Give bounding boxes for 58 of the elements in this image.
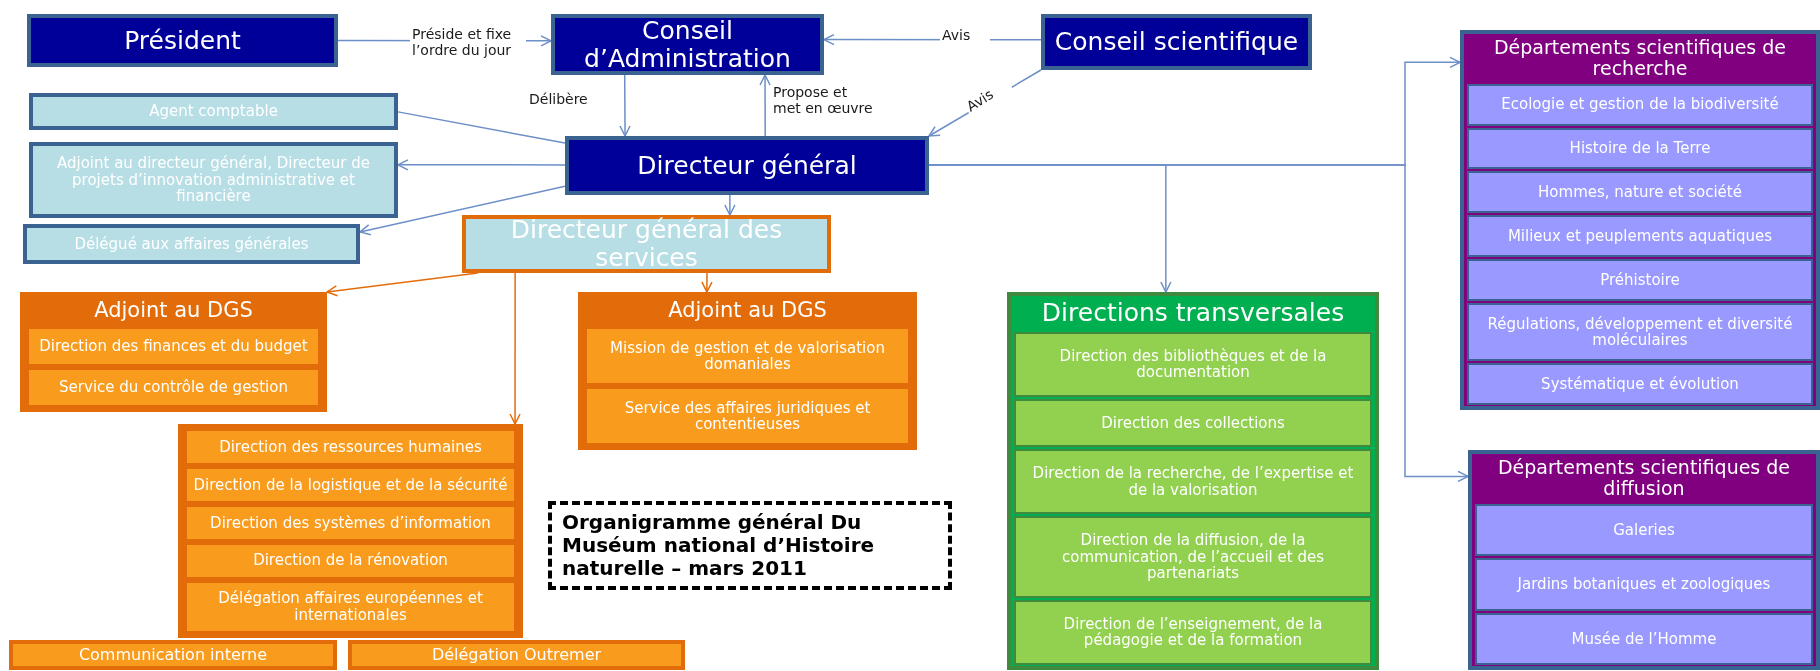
unit-box: Systématique et évolution <box>1467 363 1813 405</box>
arrow <box>701 272 713 293</box>
edge-label: Avis <box>940 27 990 44</box>
unit-box: Préhistoire <box>1467 259 1813 301</box>
unit-box: Musée de l’Homme <box>1475 612 1813 665</box>
arrow <box>759 74 771 137</box>
arrow <box>397 159 566 171</box>
unit-box: Direction des systèmes d’information <box>185 504 516 541</box>
unit-box: Président <box>27 14 338 67</box>
arrow <box>509 272 521 425</box>
unit-box: Conseil scientifique <box>1041 14 1312 70</box>
group-heading: Départements scientifiques de recherche <box>1492 35 1788 81</box>
group-heading: Adjoint au DGS <box>667 297 828 324</box>
unit-box: Adjoint au directeur général, Directeur de projets d’innovation administrative et financière <box>29 142 398 218</box>
group-box <box>1468 450 1820 670</box>
unit-box: Délégué aux affaires générales <box>23 224 360 264</box>
unit-box: Galeries <box>1475 503 1813 557</box>
group-box <box>578 292 917 450</box>
group-heading: Directions transversales <box>1040 297 1346 329</box>
unit-box: Direction de la diffusion, de la communication, de l’accueil et des partenariats <box>1014 516 1372 598</box>
stack-box <box>178 424 523 638</box>
unit-box: Agent comptable <box>29 93 398 130</box>
unit-box: Communication interne <box>9 640 337 670</box>
unit-box: Direction des ressources humaines <box>185 429 516 465</box>
arrow <box>619 74 631 137</box>
unit-box: Direction des bibliothèques et de la documentation <box>1014 331 1372 397</box>
arrow <box>724 194 736 216</box>
unit-box: Conseil d’Administration <box>551 14 824 75</box>
group-box <box>1460 30 1820 410</box>
unit-box: Directeur général <box>565 136 929 195</box>
unit-box: Jardins botaniques et zoologiques <box>1475 558 1813 611</box>
edge-label: Préside et fixe l’ordre du jour <box>410 26 526 59</box>
unit-box: Hommes, nature et société <box>1467 171 1813 214</box>
unit-box: Direction de la rénovation <box>185 542 516 579</box>
group-heading: Départements scientifiques de diffusion <box>1496 455 1792 501</box>
group-heading: Adjoint au DGS <box>93 297 254 324</box>
unit-box: Milieux et peuplements aquatiques <box>1467 215 1813 258</box>
unit-box: Service du contrôle de gestion <box>27 368 320 407</box>
unit-box: Direction des finances et du budget <box>27 327 320 367</box>
title-box: Organigramme général Du Muséum national d’Histoire naturelle – mars 2011 <box>548 501 952 590</box>
arrow <box>359 185 566 236</box>
unit-box: Histoire de la Terre <box>1467 127 1813 170</box>
unit-box: Service des affaires juridiques et contentieuses <box>585 387 910 445</box>
unit-box: Direction de l’enseignement, de la pédagogie et de la formation <box>1014 599 1372 665</box>
connector-line <box>397 111 566 144</box>
group-box <box>20 292 327 412</box>
unit-box: Directeur général des services <box>462 215 831 273</box>
unit-box: Régulations, développement et diversité moléculaires <box>1467 302 1813 362</box>
arrow <box>928 164 1469 483</box>
unit-box: Direction de la logistique et de la sécurité <box>185 466 516 503</box>
unit-box: Direction des collections <box>1014 398 1372 448</box>
group-box <box>1007 292 1379 670</box>
unit-box: Délégation affaires européennes et internationales <box>185 580 516 634</box>
unit-box: Ecologie et gestion de la biodiversité <box>1467 83 1813 126</box>
arrow <box>326 272 479 297</box>
unit-box: Délégation Outremer <box>348 640 685 670</box>
unit-box: Direction de la recherche, de l’expertise et de la valorisation <box>1014 449 1372 515</box>
unit-box: Mission de gestion et de valorisation domaniales <box>585 327 910 386</box>
